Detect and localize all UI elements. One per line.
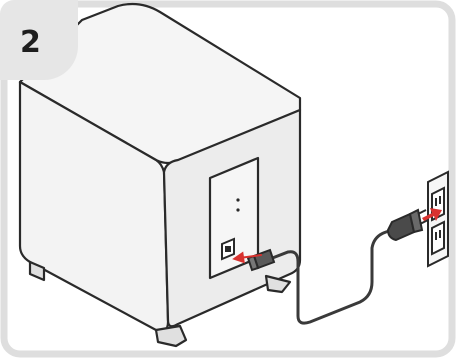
rear-panel-details bbox=[221, 198, 240, 261]
wall-outlet bbox=[427, 170, 449, 268]
power-socket-pins bbox=[225, 246, 231, 252]
step-number: 2 bbox=[20, 25, 41, 60]
wall-plug bbox=[386, 208, 429, 242]
subwoofer-illustration bbox=[18, 2, 302, 348]
arrow-to-outlet bbox=[422, 208, 442, 221]
indicator-dot-bottom bbox=[236, 208, 240, 212]
plug-face bbox=[408, 208, 424, 234]
plug-body bbox=[386, 212, 416, 242]
foot-front bbox=[154, 324, 188, 348]
plug-prong bbox=[419, 219, 429, 225]
arrow-to-device bbox=[232, 251, 262, 264]
plug-prong bbox=[417, 209, 427, 215]
outlet-receptacle-bottom bbox=[431, 220, 445, 256]
step-badge: 2 bbox=[0, 0, 78, 80]
foot-left bbox=[28, 260, 46, 282]
foot-right bbox=[264, 274, 292, 294]
insert-arrow-icon bbox=[232, 208, 442, 264]
power-cord bbox=[260, 228, 394, 325]
indicator-dot-top bbox=[236, 198, 240, 202]
